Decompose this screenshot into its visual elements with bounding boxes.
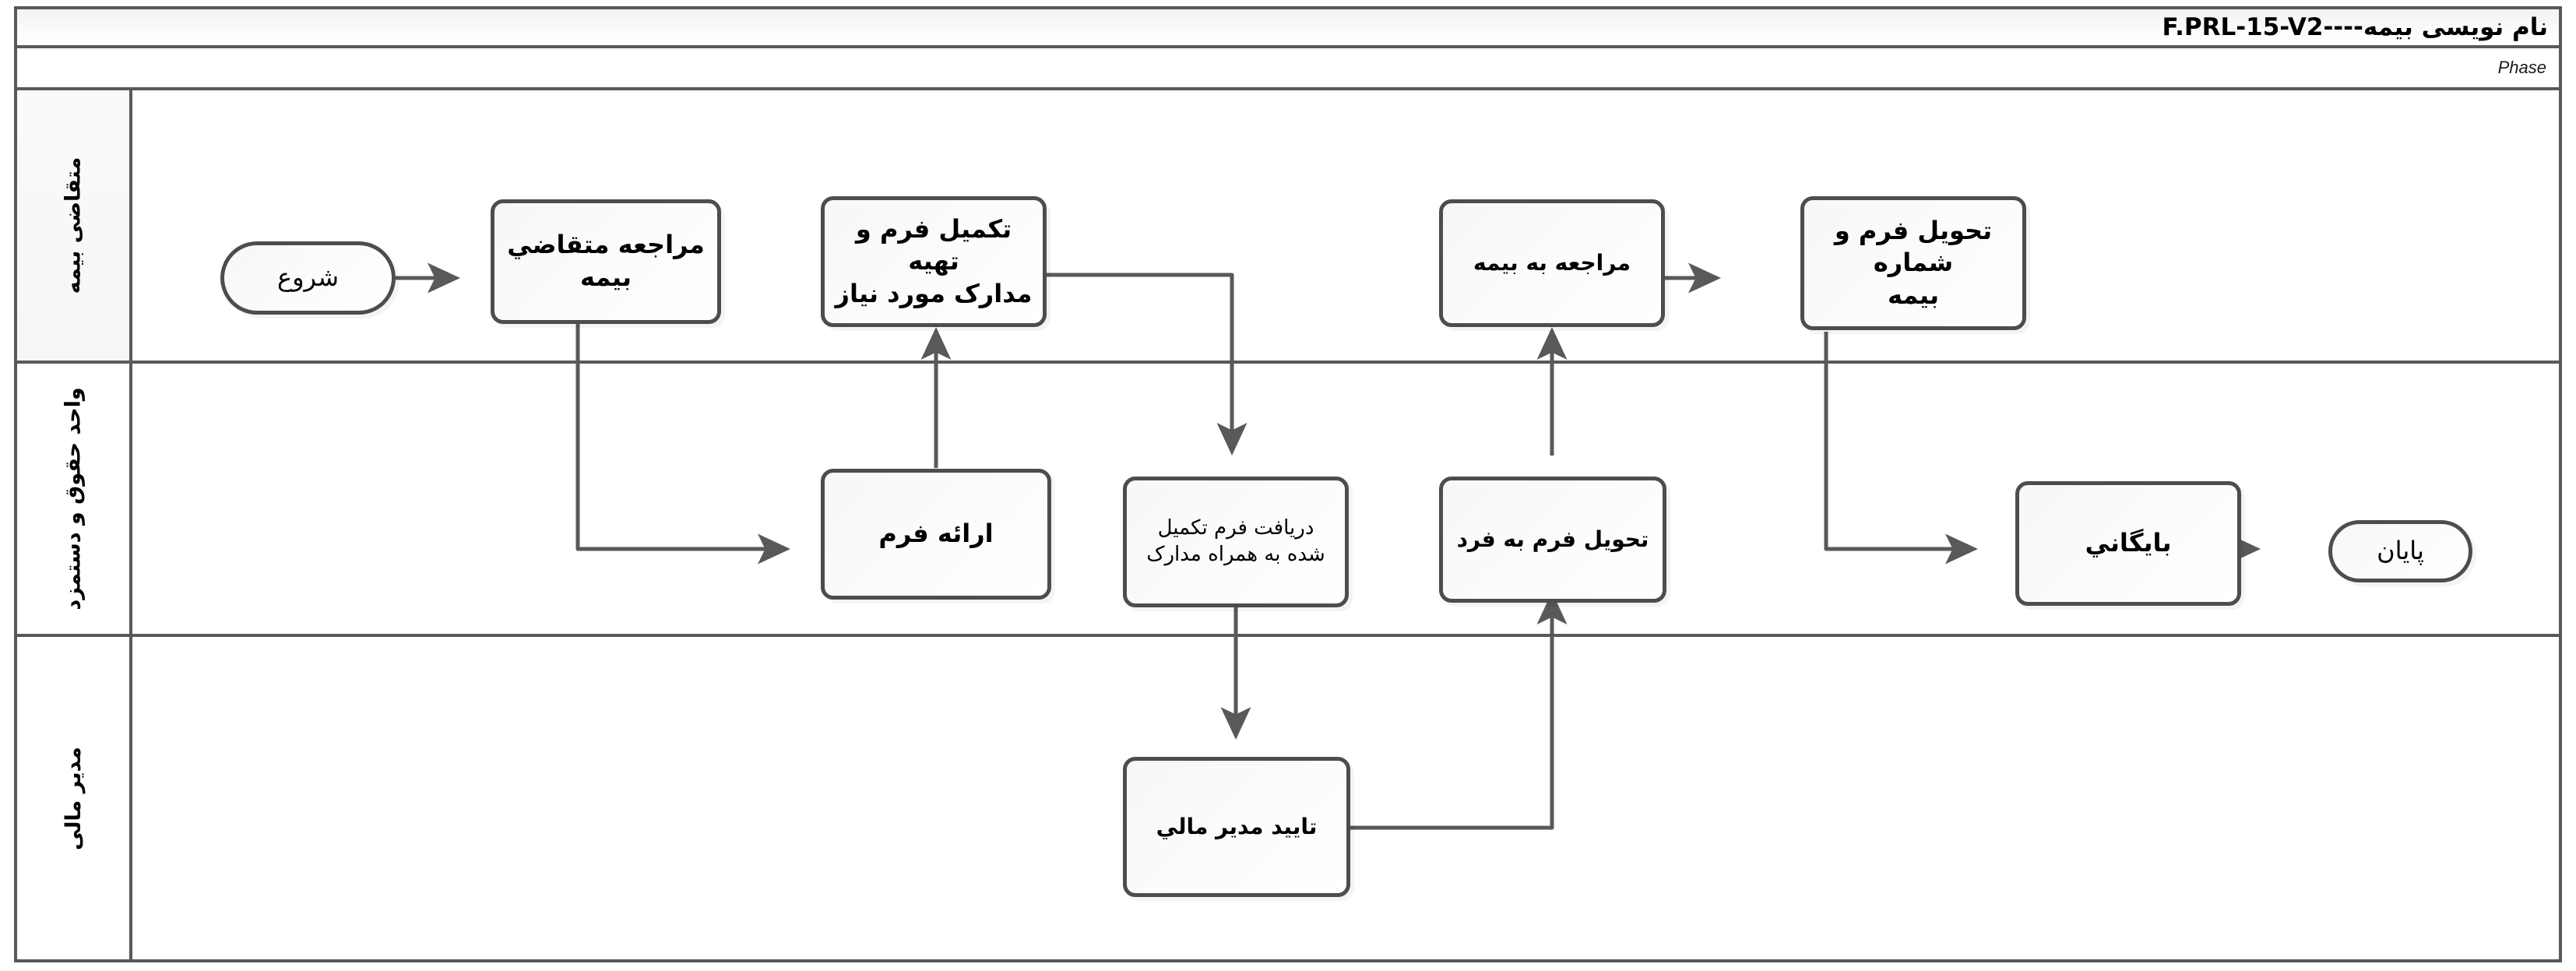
phase-band: Phase [14, 48, 2562, 90]
lane-label-finance-text: مدیر مالی [61, 746, 86, 850]
lane-label-finance: مدیر مالی [17, 637, 132, 959]
page-title: نام نویسی بیمه----F.PRL-15-V2 [2162, 12, 2548, 41]
node-start-label: شروع [277, 262, 340, 293]
node-provide-form[interactable]: ارائه فرم [821, 469, 1051, 600]
node-archive-label: بایگاني [2085, 528, 2172, 558]
phase-label: Phase [2497, 58, 2546, 77]
node-start[interactable]: شروع [220, 241, 396, 315]
node-fill-form-label: تکمیل فرم و تهیه مدارک مورد نیاز [835, 213, 1033, 308]
node-receive-form[interactable]: دریافت فرم تکمیل شده به همراه مدارک [1123, 477, 1349, 607]
lane-label-applicant-text: متقاضی بیمه [61, 157, 86, 294]
node-end[interactable]: پایان [2328, 520, 2472, 582]
node-deliver-to-person-label: تحویل فرم به فرد [1456, 526, 1649, 552]
lane-label-payroll-text: واحد حقوق و دستمزد [61, 387, 86, 610]
node-deliver-to-person[interactable]: تحویل فرم به فرد [1439, 477, 1666, 603]
node-receive-form-label: دریافت فرم تکمیل شده به همراه مدارک [1146, 516, 1325, 566]
swimlane-applicant: متقاضی بیمه [14, 90, 2562, 364]
node-deliver-form-no-label: تحویل فرم و شماره بیمه [1834, 215, 1993, 310]
lane-label-payroll: واحد حقوق و دستمزد [17, 364, 132, 634]
node-visit-insurance[interactable]: مراجعه به بیمه [1439, 199, 1665, 327]
diagram-title-band: نام نویسی بیمه----F.PRL-15-V2 [14, 6, 2562, 48]
node-finance-approve[interactable]: تایید مدیر مالي [1123, 757, 1350, 897]
node-visit-insurance-label: مراجعه به بیمه [1473, 249, 1631, 276]
node-fill-form[interactable]: تکمیل فرم و تهیه مدارک مورد نیاز [821, 196, 1047, 327]
node-provide-form-label: ارائه فرم [878, 519, 994, 549]
node-end-label: پایان [2377, 536, 2424, 566]
node-finance-approve-label: تایید مدیر مالي [1156, 813, 1318, 839]
node-deliver-form-no[interactable]: تحویل فرم و شماره بیمه [1800, 196, 2026, 330]
lane-label-applicant: متقاضی بیمه [17, 90, 132, 361]
node-archive[interactable]: بایگاني [2015, 481, 2241, 606]
node-applicant-visit[interactable]: مراجعه متقاضي بیمه [491, 199, 721, 324]
node-applicant-visit-label: مراجعه متقاضي بیمه [507, 230, 705, 292]
